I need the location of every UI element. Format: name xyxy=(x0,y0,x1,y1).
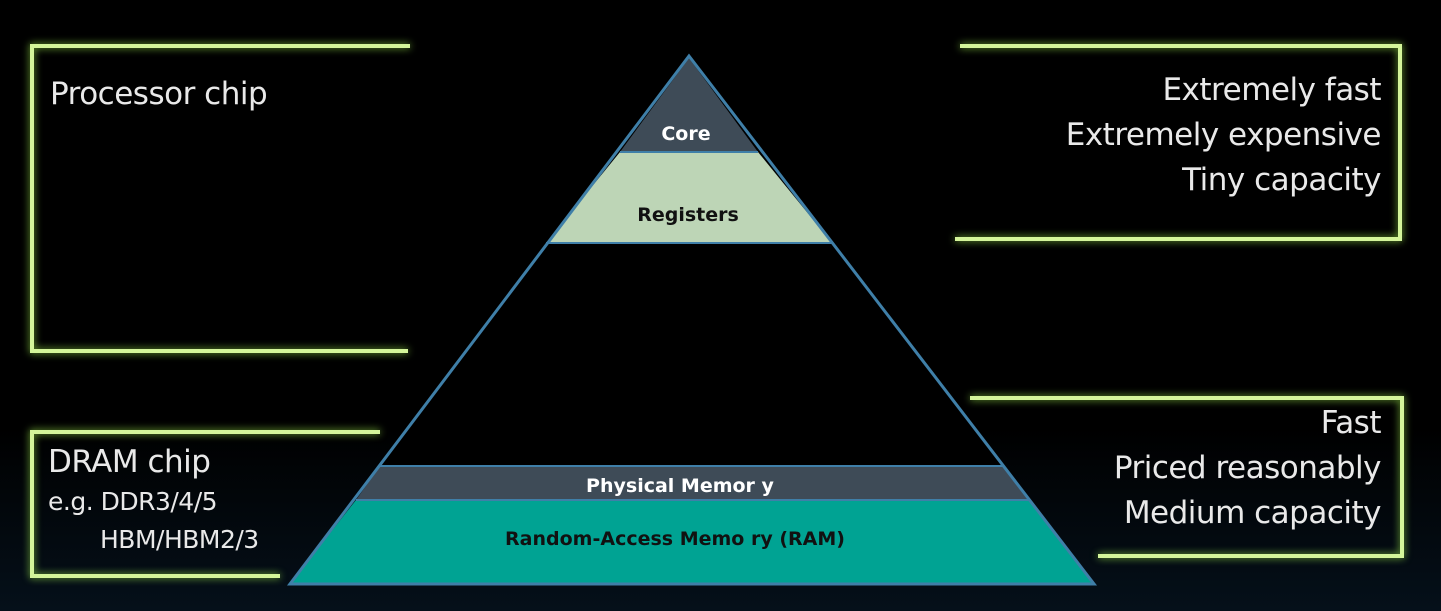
property-capacity: Tiny capacity xyxy=(1182,162,1381,198)
property-speed: Extremely fast xyxy=(1162,72,1381,108)
physical-memory-label: Physical Memor y xyxy=(586,475,774,497)
core-tier xyxy=(620,58,758,152)
property-cost: Extremely expensive xyxy=(1065,117,1382,153)
registers-label: Registers xyxy=(637,204,739,226)
dram-chip-label: DRAM chip xyxy=(48,444,211,480)
dram-types-line2: HBM/HBM2/3 xyxy=(100,525,259,554)
pyramid-outline xyxy=(286,53,1098,586)
dram-chip-bracket xyxy=(30,430,380,578)
core-label: Core xyxy=(661,123,710,145)
empty-tier xyxy=(380,243,1004,466)
property-speed: Fast xyxy=(1320,405,1382,441)
cache-properties-bracket xyxy=(955,44,1402,241)
physical-memory-tier xyxy=(356,466,1029,500)
processor-chip-label: Processor chip xyxy=(50,76,268,112)
memory-properties-bracket xyxy=(970,396,1404,558)
property-cost: Priced reasonably xyxy=(1113,450,1382,486)
registers-tier xyxy=(546,152,832,243)
processor-chip-bracket xyxy=(30,44,410,353)
ram-tier xyxy=(290,500,1094,584)
cache-properties-text: Extremely fast Extremely expensive Tiny … xyxy=(1065,68,1382,203)
property-capacity: Medium capacity xyxy=(1123,495,1382,531)
memory-properties-text: Fast Priced reasonably Medium capacity xyxy=(1113,401,1382,536)
dram-types-line1: e.g. DDR3/4/5 xyxy=(48,487,218,516)
ram-label: Random-Access Memo ry (RAM) xyxy=(505,528,845,550)
